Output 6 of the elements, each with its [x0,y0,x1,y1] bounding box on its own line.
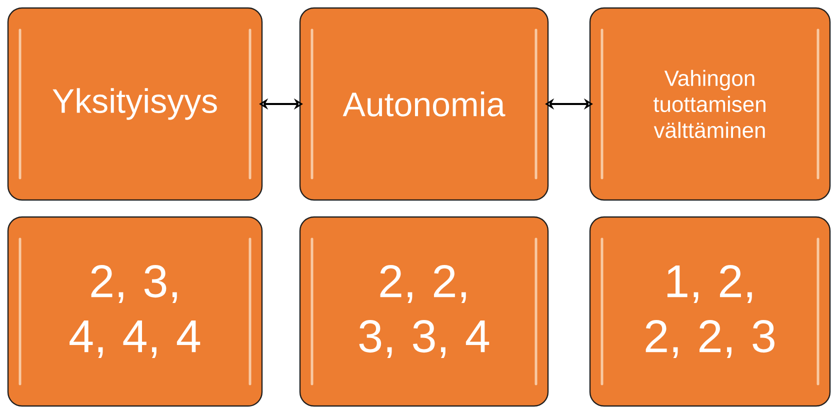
process-box: 2, 2, 3, 3, 4 [299,216,549,407]
process-box: 2, 3, 4, 4, 4 [7,216,263,407]
process-box: 1, 2, 2, 2, 3 [589,216,831,407]
process-box: Vahingon tuottamisen välttäminen [589,7,831,201]
process-box: Yksityisyys [7,7,263,201]
process-box: Autonomia [299,7,549,201]
